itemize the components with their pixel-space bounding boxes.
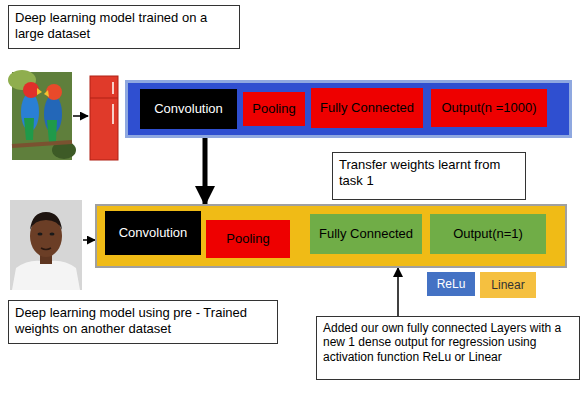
node-label: Pooling bbox=[226, 231, 269, 247]
node-label: Fully Connected bbox=[319, 226, 413, 242]
note-box: Deep learning model using pre - Trained … bbox=[8, 300, 278, 344]
layer-box: Convolution bbox=[105, 211, 201, 255]
node-label: Output(n =1000) bbox=[441, 100, 536, 116]
node-label: Pooling bbox=[252, 101, 295, 117]
node-label: Convolution bbox=[119, 225, 188, 241]
layer-box: Convolution bbox=[140, 89, 237, 129]
note-box: Transfer weights learnt from task 1 bbox=[332, 152, 526, 200]
layer-box: Fully Connected bbox=[310, 214, 422, 254]
node-label: Deep learning model trained on a large d… bbox=[15, 10, 233, 41]
node-label: Transfer weights learnt from task 1 bbox=[339, 157, 519, 188]
flow-arrow bbox=[203, 138, 208, 204]
output-box: Output(n =1000) bbox=[431, 89, 547, 127]
parrot-photo bbox=[8, 70, 76, 160]
input-arrow bbox=[83, 239, 95, 241]
input-arrow bbox=[73, 115, 88, 117]
node-label: Linear bbox=[491, 278, 524, 292]
note-box: Deep learning model trained on a large d… bbox=[8, 5, 240, 49]
layer-box: Fully Connected bbox=[311, 88, 423, 128]
model-band: Convolution Pooling Fully Connected Output(… bbox=[95, 204, 567, 268]
layer-box: Pooling bbox=[206, 220, 290, 258]
node-label: Deep learning model using pre - Trained … bbox=[15, 305, 271, 336]
node-label: Fully Connected bbox=[320, 100, 414, 116]
layer-box: Pooling bbox=[243, 92, 305, 126]
node-label: Convolution bbox=[154, 101, 223, 117]
activation-box: ReLu bbox=[427, 272, 475, 296]
activation-box: Linear bbox=[480, 272, 536, 298]
node-label: Added our own fully connected Layers wit… bbox=[323, 321, 573, 364]
input-layer-symbol bbox=[90, 76, 118, 160]
node-label: Output(n=1) bbox=[453, 226, 523, 242]
output-box: Output(n=1) bbox=[430, 214, 546, 254]
note-box: Added our own fully connected Layers wit… bbox=[316, 316, 580, 380]
node-label: ReLu bbox=[437, 277, 466, 291]
flow-arrow bbox=[397, 268, 399, 316]
model-band: Convolution Pooling Fully Connected Output(… bbox=[125, 80, 572, 138]
person-photo bbox=[10, 200, 82, 290]
